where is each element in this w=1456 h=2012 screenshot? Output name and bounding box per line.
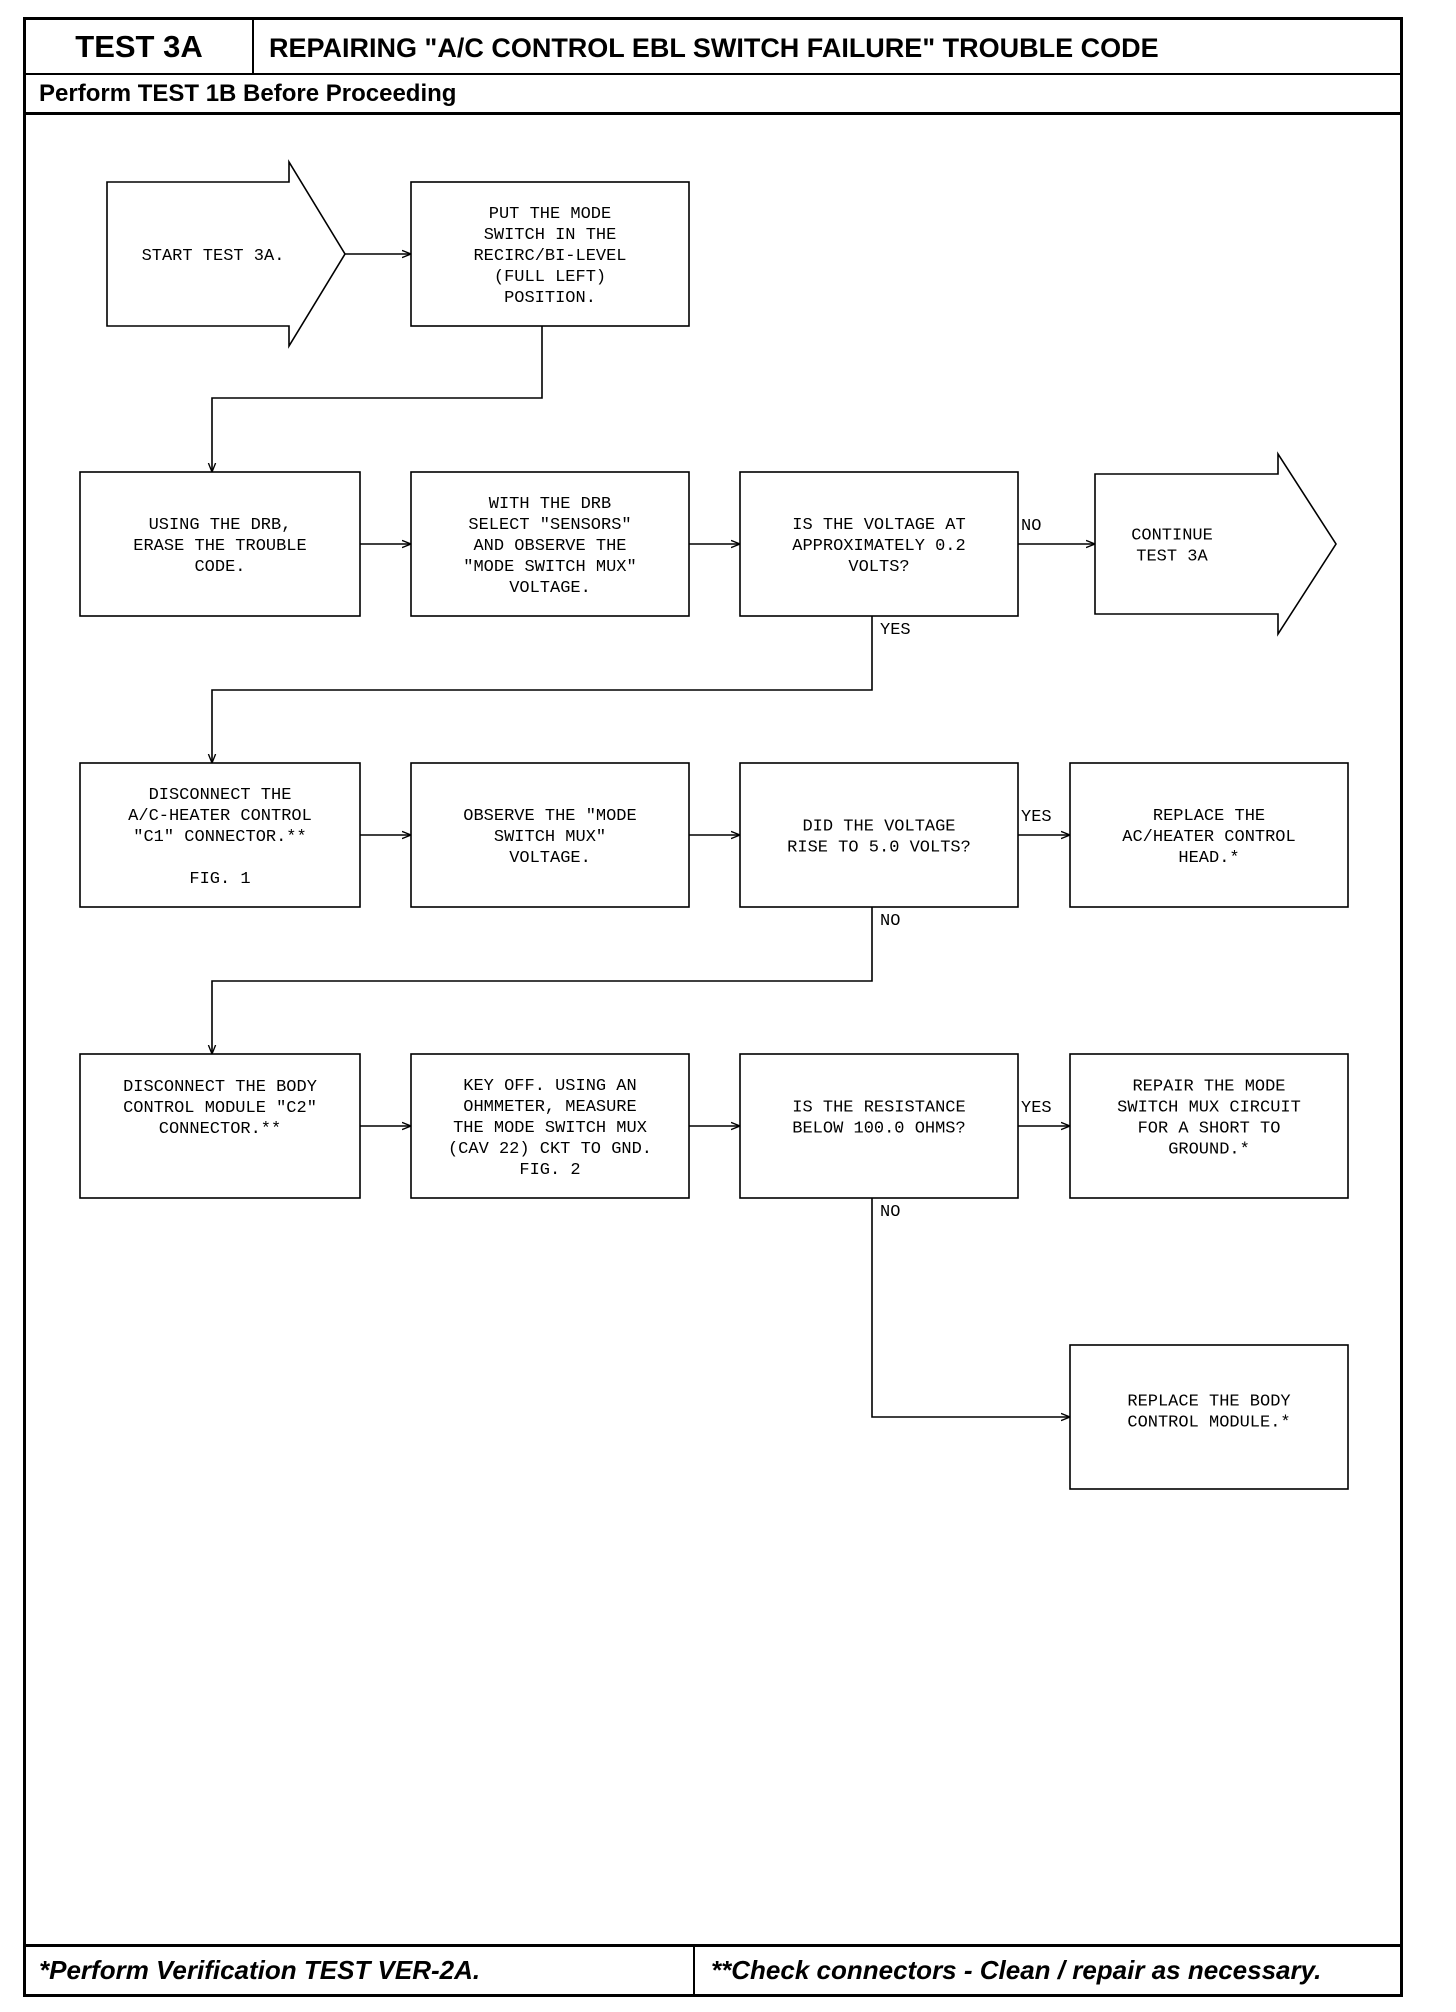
text-line: APPROXIMATELY 0.2 <box>792 537 965 556</box>
observe-mux-text: OBSERVE THE "MODE SWITCH MUX" VOLTAGE. <box>463 807 636 868</box>
test-id: TEST 3A <box>26 20 254 73</box>
text-line: VOLTAGE. <box>509 849 591 868</box>
select-sensors-text: WITH THE DRB SELECT "SENSORS" AND OBSERVE … <box>463 495 636 598</box>
footer: *Perform Verification TEST VER-2A. **Che… <box>26 1944 1400 1994</box>
start-arrow-shape <box>106 159 346 349</box>
edge-label-q1-yes: YES <box>880 621 911 640</box>
text-line: WITH THE DRB <box>489 495 611 514</box>
text-line: OHMMETER, MEASURE <box>463 1098 636 1117</box>
edge-q3-no <box>871 1198 1070 1417</box>
text-line: ERASE THE TROUBLE <box>133 537 306 556</box>
text-line: IS THE RESISTANCE <box>792 1099 965 1118</box>
text-line: REPLACE THE <box>1153 807 1265 826</box>
q-resistance-text: IS THE RESISTANCE BELOW 100.0 OHMS? <box>792 1099 965 1139</box>
text-line: SWITCH IN THE <box>484 226 617 245</box>
page-title: REPAIRING "A/C CONTROL EBL SWITCH FAILUR… <box>269 33 1159 63</box>
edge-label-q3-no: NO <box>880 1203 900 1222</box>
text-line: A/C-HEATER CONTROL <box>128 807 312 826</box>
erase-code-text: USING THE DRB, ERASE THE TROUBLE CODE. <box>133 516 306 577</box>
continue-text: CONTINUE TEST 3A <box>1131 527 1213 567</box>
text-line: (CAV 22) CKT TO GND. <box>448 1140 652 1159</box>
edge-q2-no <box>212 907 873 1054</box>
edge-mode-to-erase <box>212 326 543 472</box>
text-line: AC/HEATER CONTROL <box>1122 828 1295 847</box>
text-line: DISCONNECT THE <box>149 786 292 805</box>
page-frame: TEST 3A REPAIRING "A/C CONTROL EBL SWITC… <box>23 17 1403 1997</box>
continue-arrow-shape <box>1094 451 1337 637</box>
text-line: KEY OFF. USING AN <box>463 1077 636 1096</box>
edge-label-q2-no: NO <box>880 912 900 931</box>
text-line: BELOW 100.0 OHMS? <box>792 1120 965 1139</box>
text-line: IS THE VOLTAGE AT <box>792 516 965 535</box>
text-line: GROUND.* <box>1168 1141 1250 1160</box>
edge-q1-yes <box>212 616 873 763</box>
header-row: TEST 3A REPAIRING "A/C CONTROL EBL SWITC… <box>26 20 1400 75</box>
text-line: CONTROL MODULE "C2" <box>123 1099 317 1118</box>
edge-label-q3-yes: YES <box>1021 1099 1052 1118</box>
text-line: REPAIR THE MODE <box>1132 1078 1285 1097</box>
text-line: CONNECTOR.** <box>159 1120 281 1139</box>
text-line: REPLACE THE BODY <box>1127 1393 1290 1412</box>
prerequisite-row: Perform TEST 1B Before Proceeding <box>26 75 1400 115</box>
footer-connector-note: **Check connectors - Clean / repair as n… <box>711 1955 1322 1985</box>
replace-bcm-text: REPLACE THE BODY CONTROL MODULE.* <box>1127 1393 1290 1433</box>
text-line: PUT THE MODE <box>489 205 611 224</box>
start-text: START TEST 3A. <box>142 247 285 266</box>
footer-verification-note: *Perform Verification TEST VER-2A. <box>39 1955 481 1985</box>
text-line: RISE TO 5.0 VOLTS? <box>787 839 971 858</box>
text-line: SWITCH MUX" <box>494 828 606 847</box>
text-line: SWITCH MUX CIRCUIT <box>1117 1099 1301 1118</box>
text-line: (FULL LEFT) <box>494 268 606 287</box>
text-line: SELECT "SENSORS" <box>468 516 631 535</box>
text-line: OBSERVE THE "MODE <box>463 807 636 826</box>
text-line: "MODE SWITCH MUX" <box>463 558 636 577</box>
text-line: TEST 3A <box>1136 548 1208 567</box>
text-line: HEAD.* <box>1178 849 1239 868</box>
disconnect-c2-text: DISCONNECT THE BODY CONTROL MODULE "C2" CO… <box>123 1078 317 1139</box>
text-line: CONTROL MODULE.* <box>1127 1414 1290 1433</box>
text-line: RECIRC/BI-LEVEL <box>473 247 626 266</box>
replace-head-text: REPLACE THE AC/HEATER CONTROL HEAD.* <box>1122 807 1295 868</box>
mode-switch-text: PUT THE MODE SWITCH IN THE RECIRC/BI-LEVEL… <box>473 205 626 308</box>
text-line: START TEST 3A. <box>142 247 285 266</box>
text-line: CODE. <box>194 558 245 577</box>
text-line: AND OBSERVE THE <box>473 537 626 556</box>
ohmmeter-text: KEY OFF. USING AN OHMMETER, MEASURE THE MO… <box>448 1077 652 1180</box>
text-line: VOLTAGE. <box>509 579 591 598</box>
repair-short-text: REPAIR THE MODE SWITCH MUX CIRCUIT FOR A S… <box>1117 1078 1301 1160</box>
prerequisite-text: Perform TEST 1B Before Proceeding <box>39 80 457 107</box>
text-line: VOLTS? <box>848 558 909 577</box>
text-line: DID THE VOLTAGE <box>802 818 955 837</box>
text-line: THE MODE SWITCH MUX <box>453 1119 647 1138</box>
text-line: CONTINUE <box>1131 527 1213 546</box>
text-line: "C1" CONNECTOR.** <box>133 828 306 847</box>
text-line: DISCONNECT THE BODY <box>123 1078 317 1097</box>
text-line: USING THE DRB, <box>149 516 292 535</box>
footer-divider <box>693 1947 695 1994</box>
text-line: POSITION. <box>504 289 596 308</box>
edge-label-q2-yes: YES <box>1021 808 1052 827</box>
q-voltage-5-text: DID THE VOLTAGE RISE TO 5.0 VOLTS? <box>787 818 971 858</box>
text-line: FOR A SHORT TO <box>1138 1120 1281 1139</box>
edge-label-q1-no: NO <box>1021 517 1041 536</box>
text-line: FIG. 1 <box>189 870 250 889</box>
text-line: FIG. 2 <box>519 1161 580 1180</box>
disconnect-c1-text: DISCONNECT THE A/C-HEATER CONTROL "C1" CON… <box>128 786 312 889</box>
